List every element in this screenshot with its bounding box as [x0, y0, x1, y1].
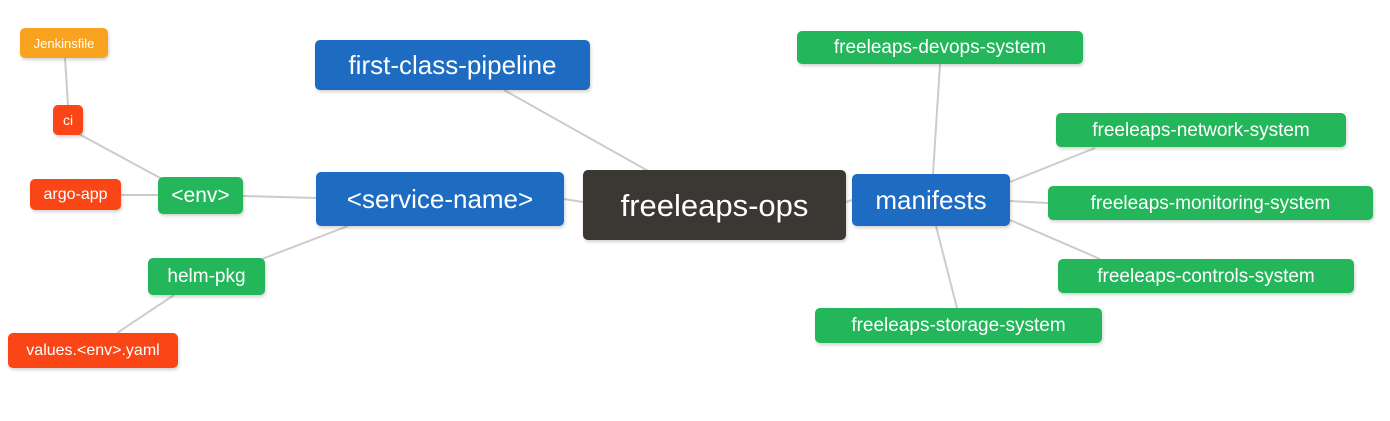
node-label: freeleaps-storage-system: [851, 315, 1066, 336]
node-label: freeleaps-ops: [620, 187, 809, 223]
node-first-class-pipeline[interactable]: first-class-pipeline: [315, 40, 590, 90]
node-label: first-class-pipeline: [348, 50, 557, 80]
node-freeleaps-monitoring-system[interactable]: freeleaps-monitoring-system: [1048, 186, 1373, 220]
node-freeleaps-network-system[interactable]: freeleaps-network-system: [1056, 113, 1346, 147]
edge-manifests-to-freeleaps-network-system: [1009, 147, 1096, 183]
node-label: freeleaps-network-system: [1092, 119, 1310, 141]
node-label: helm-pkg: [167, 266, 246, 287]
node-label: <env>: [171, 184, 230, 207]
node-env[interactable]: <env>: [158, 177, 243, 214]
node-ci[interactable]: ci: [53, 105, 83, 135]
edge-env-to-service-name: [242, 195, 317, 199]
node-label: ci: [62, 112, 74, 128]
node-service-name[interactable]: <service-name>: [316, 172, 564, 226]
node-argo-app[interactable]: argo-app: [30, 179, 121, 210]
edge-helm-pkg-to-service-name: [261, 225, 349, 260]
node-freeleaps-devops-system[interactable]: freeleaps-devops-system: [797, 31, 1083, 64]
node-freeleaps-storage-system[interactable]: freeleaps-storage-system: [815, 308, 1102, 343]
node-label: manifests: [875, 185, 987, 215]
node-label: freeleaps-devops-system: [833, 37, 1047, 58]
node-label: argo-app: [43, 185, 108, 203]
node-jenkinsfile[interactable]: Jenkinsfile: [20, 28, 108, 58]
edge-values-env-yaml-to-helm-pkg: [116, 294, 175, 334]
edge-manifests-to-freeleaps-devops-system: [932, 63, 941, 175]
edge-manifests-to-freeleaps-controls-system: [1009, 219, 1101, 260]
edge-first-class-pipeline-to-freeleaps-ops: [503, 89, 651, 173]
node-label: <service-name>: [346, 184, 534, 214]
node-helm-pkg[interactable]: helm-pkg: [148, 258, 265, 295]
edge-manifests-to-freeleaps-storage-system: [935, 225, 958, 309]
node-manifests[interactable]: manifests: [852, 174, 1010, 226]
node-label: Jenkinsfile: [33, 35, 95, 51]
node-label: values.<env>.yaml: [26, 341, 160, 359]
edge-ci-to-env: [78, 133, 163, 180]
node-label: freeleaps-monitoring-system: [1090, 192, 1331, 214]
node-freeleaps-ops[interactable]: freeleaps-ops: [583, 170, 846, 240]
node-label: freeleaps-controls-system: [1097, 265, 1315, 287]
edge-manifests-to-freeleaps-monitoring-system: [1009, 200, 1049, 204]
node-freeleaps-controls-system[interactable]: freeleaps-controls-system: [1058, 259, 1354, 293]
node-values-env-yaml[interactable]: values.<env>.yaml: [8, 333, 178, 368]
edge-jenkinsfile-to-ci: [64, 57, 69, 106]
edge-service-name-to-freeleaps-ops: [563, 198, 584, 203]
